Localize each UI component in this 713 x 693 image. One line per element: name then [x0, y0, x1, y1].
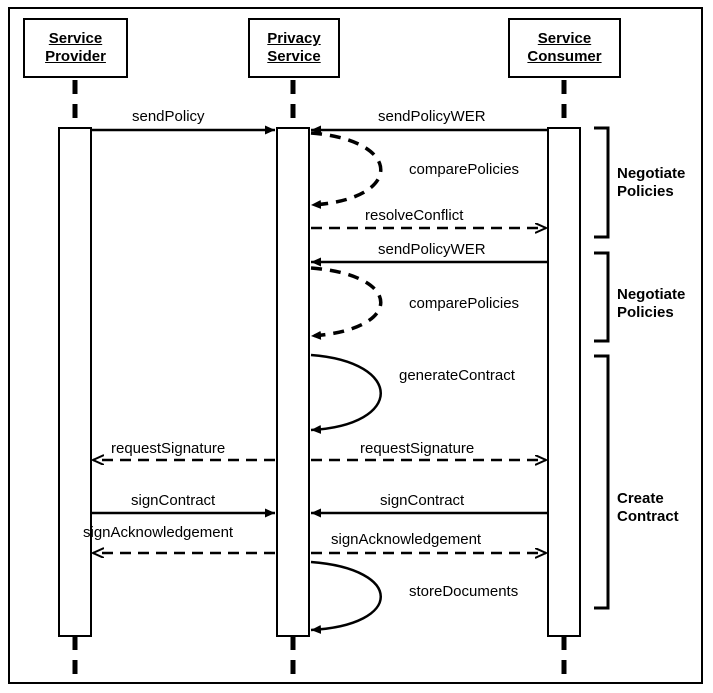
group-label-line1: Negotiate: [617, 286, 686, 303]
label-send-policy-wer-2: sendPolicyWER: [378, 241, 486, 258]
label-resolve-conflict: resolveConflict: [365, 207, 464, 224]
group-label-negotiate-policies-1: Negotiate Policies: [617, 165, 685, 201]
group-label-create-contract: Create Contract: [617, 490, 679, 526]
lifeline-header-privacy-service: Privacy Service: [248, 18, 340, 78]
label-request-signature-provider: requestSignature: [111, 440, 226, 457]
label-compare-policies-2: comparePolicies: [409, 295, 520, 312]
label-compare-policies-1: comparePolicies: [409, 161, 520, 178]
group-label-line2: Contract: [617, 508, 679, 525]
lifeline-label-line1: Privacy: [267, 30, 321, 47]
label-sign-acknowledgement-provider: signAcknowledgement: [83, 524, 234, 541]
label-send-policy-wer-1: sendPolicyWER: [378, 108, 486, 125]
lifeline-label-line1: Service: [48, 30, 103, 47]
group-label-line1: Create: [617, 490, 664, 507]
label-generate-contract: generateContract: [399, 367, 515, 384]
label-sign-acknowledgement-consumer: signAcknowledgement: [331, 531, 482, 548]
lifeline-header-service-consumer: Service Consumer: [508, 18, 621, 78]
group-label-negotiate-policies-2: Negotiate Policies: [617, 286, 685, 322]
lifeline-label-line2: Service: [267, 48, 321, 65]
lifeline-label-line1: Service: [537, 30, 592, 47]
lifeline-header-service-provider: Service Provider: [23, 18, 128, 78]
group-label-line2: Policies: [617, 304, 674, 321]
label-sign-contract-consumer: signContract: [380, 492, 465, 509]
label-store-documents: storeDocuments: [409, 583, 519, 600]
diagram-border: [8, 7, 703, 684]
group-label-line2: Policies: [617, 183, 674, 200]
group-label-line1: Negotiate: [617, 165, 686, 182]
lifeline-label-line2: Consumer: [527, 48, 602, 65]
lifeline-label-line2: Provider: [45, 48, 106, 65]
label-sign-contract-provider: signContract: [131, 492, 216, 509]
label-send-policy: sendPolicy: [132, 108, 205, 125]
label-request-signature-consumer: requestSignature: [360, 440, 475, 457]
